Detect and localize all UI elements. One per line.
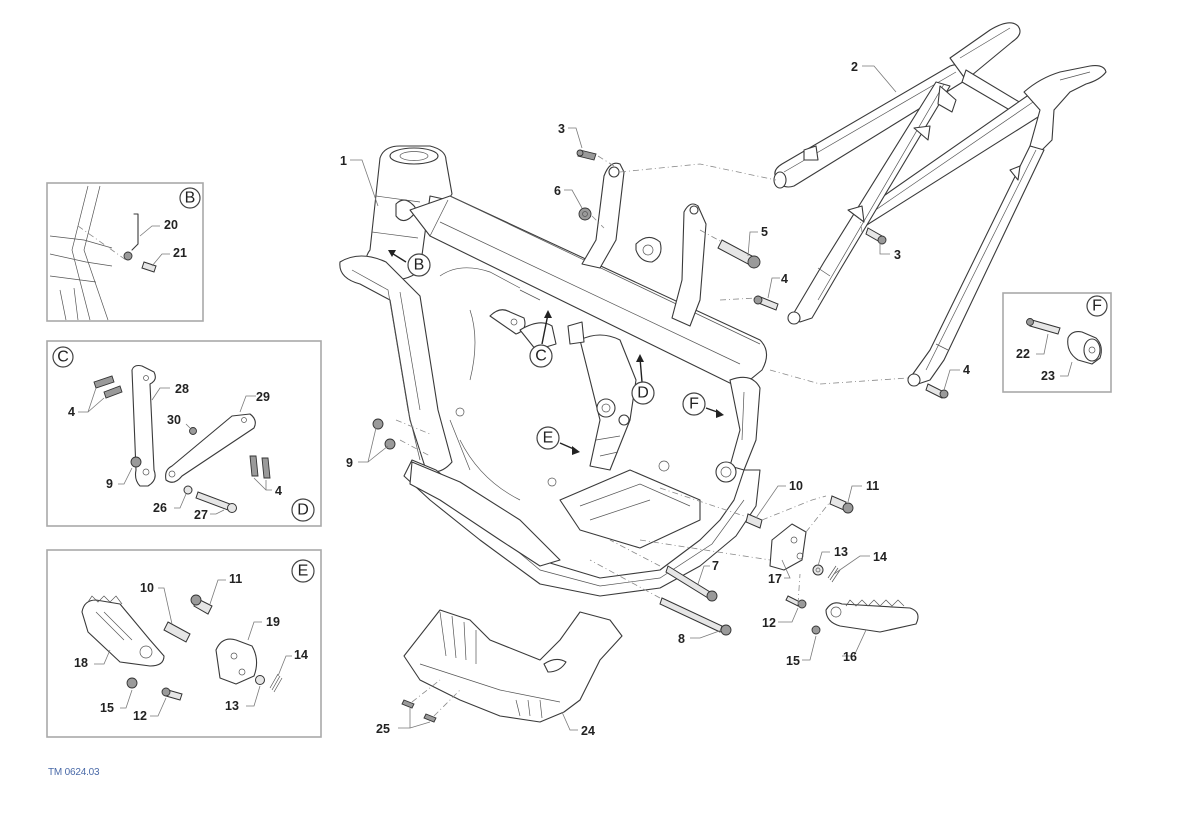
callout-10-detail-E[interactable]: 10 (140, 581, 154, 595)
callout-25[interactable]: 25 (376, 722, 390, 736)
callout-27[interactable]: 27 (194, 508, 208, 522)
rear-subframe (773, 22, 1107, 387)
callout-12-detail-E[interactable]: 12 (133, 709, 147, 723)
fastener-parts (372, 149, 949, 723)
main-callouts: 1 2 3 3 4 4 5 6 7 8 9 10 11 12 13 14 15 … (340, 60, 970, 738)
detail-view-C: C D 4 28 30 29 9 4 26 27 (46, 340, 322, 527)
callout-26[interactable]: 26 (153, 501, 167, 515)
view-marker-D-label: D (637, 385, 649, 402)
callout-13[interactable]: 13 (834, 545, 848, 559)
view-marker-B[interactable]: B (388, 250, 431, 277)
callout-28[interactable]: 28 (175, 382, 189, 396)
detail-view-E: E 10 11 19 14 18 15 12 13 (46, 549, 322, 738)
callout-4-detail-D[interactable]: 4 (275, 484, 282, 498)
callout-21[interactable]: 21 (173, 246, 187, 260)
detail-F-letter: F (1092, 298, 1102, 315)
view-marker-E-label: E (543, 430, 554, 447)
view-marker-F[interactable]: F (682, 392, 724, 418)
callout-17[interactable]: 17 (768, 572, 782, 586)
view-marker-B-label: B (414, 257, 425, 274)
callout-11-detail-E[interactable]: 11 (229, 572, 242, 586)
leader-lines (350, 65, 960, 731)
callout-14-detail-E[interactable]: 14 (294, 648, 308, 662)
callout-5[interactable]: 5 (761, 225, 768, 239)
view-marker-C[interactable]: C (529, 310, 553, 368)
view-marker-E[interactable]: E (536, 426, 580, 455)
callout-9-detail-C[interactable]: 9 (106, 477, 113, 491)
callout-11[interactable]: 11 (866, 479, 879, 493)
callout-9[interactable]: 9 (346, 456, 353, 470)
callout-19[interactable]: 19 (266, 615, 280, 629)
callout-4[interactable]: 4 (781, 272, 788, 286)
view-marker-C-label: C (535, 348, 547, 365)
callout-16[interactable]: 16 (843, 650, 857, 664)
detail-D-letter: D (297, 502, 309, 519)
detail-E-letter: E (298, 563, 309, 580)
callout-6[interactable]: 6 (554, 184, 561, 198)
callout-14[interactable]: 14 (873, 550, 887, 564)
callout-30[interactable]: 30 (167, 413, 181, 427)
detail-B-letter: B (185, 190, 196, 207)
callout-2[interactable]: 2 (851, 60, 858, 74)
detail-C-letter: C (57, 349, 69, 366)
callout-4-lower[interactable]: 4 (963, 363, 970, 377)
main-frame (339, 145, 768, 597)
callout-15[interactable]: 15 (786, 654, 800, 668)
callout-15-detail-E[interactable]: 15 (100, 701, 114, 715)
callout-4-detail-C[interactable]: 4 (68, 405, 75, 419)
callout-3[interactable]: 3 (558, 122, 565, 136)
figure-code: TM 0624.03 (48, 767, 100, 778)
callout-22[interactable]: 22 (1016, 347, 1030, 361)
callout-1[interactable]: 1 (340, 154, 347, 168)
callout-20[interactable]: 20 (164, 218, 178, 232)
callout-29[interactable]: 29 (256, 390, 270, 404)
assembly-lines (395, 155, 909, 717)
detail-view-F: F 22 23 (1002, 292, 1112, 393)
callout-12[interactable]: 12 (762, 616, 776, 630)
view-marker-F-label: F (689, 396, 699, 413)
callout-3-subframe[interactable]: 3 (894, 248, 901, 262)
callout-13-detail-E[interactable]: 13 (225, 699, 239, 713)
skid-plate (403, 609, 623, 723)
view-marker-D[interactable]: D (631, 354, 655, 405)
callout-18[interactable]: 18 (74, 656, 88, 670)
callout-8[interactable]: 8 (678, 632, 685, 646)
callout-23[interactable]: 23 (1041, 369, 1055, 383)
callout-24[interactable]: 24 (581, 724, 595, 738)
callout-7[interactable]: 7 (712, 559, 719, 573)
detail-view-B: B 20 21 (46, 182, 204, 322)
callout-10[interactable]: 10 (789, 479, 803, 493)
